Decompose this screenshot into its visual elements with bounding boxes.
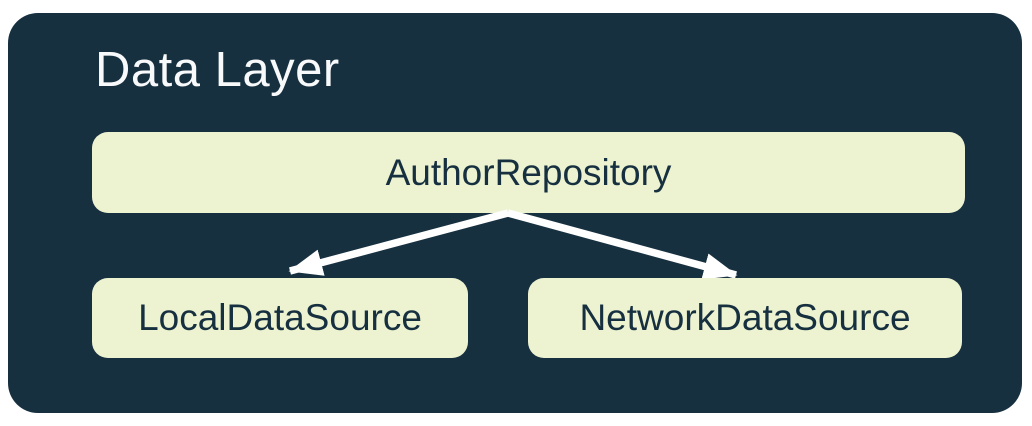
node-local-data-source: LocalDataSource	[92, 278, 468, 358]
node-author-repository: AuthorRepository	[92, 132, 965, 213]
data-layer-container: Data Layer AuthorRepository LocalDataSou…	[8, 13, 1022, 413]
node-network-data-source: NetworkDataSource	[528, 278, 962, 358]
node-network-data-source-label: NetworkDataSource	[579, 297, 911, 338]
node-local-data-source-label: LocalDataSource	[138, 297, 422, 338]
node-author-repository-label: AuthorRepository	[385, 151, 672, 193]
arrow-repository-to-network	[507, 209, 738, 280]
diagram-title: Data Layer	[95, 43, 340, 97]
arrow-repository-to-local	[288, 209, 509, 276]
